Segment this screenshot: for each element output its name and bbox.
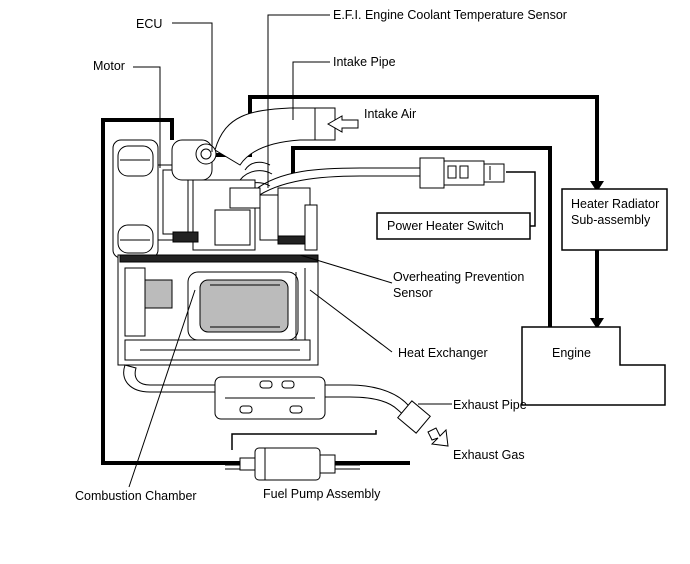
label-intake-air: Intake Air	[364, 107, 416, 121]
engine-label: Engine	[552, 346, 591, 360]
heater-radiator-label-line2: Sub-assembly	[571, 213, 651, 227]
power-heater-switch-label: Power Heater Switch	[387, 219, 504, 233]
label-combustion-chamber: Combustion Chamber	[75, 489, 197, 503]
label-overheating-line2: Sensor	[393, 286, 433, 300]
label-intake-pipe: Intake Pipe	[333, 55, 396, 69]
label-ecu: ECU	[136, 17, 162, 31]
label-heat-exchanger: Heat Exchanger	[398, 346, 488, 360]
label-fuel-pump-assembly: Fuel Pump Assembly	[263, 487, 381, 501]
leader-lines	[128, 14, 452, 488]
heater-radiator-box: Heater Radiator Sub-assembly	[561, 188, 668, 251]
flow-arrowheads	[286, 181, 604, 329]
label-overheating-line1: Overheating Prevention	[393, 270, 524, 284]
exhaust-assembly	[123, 364, 431, 434]
fuel-pump-assembly	[225, 430, 377, 481]
labels: ECU E.F.I. Engine Coolant Temperature Se…	[75, 8, 567, 503]
label-coolant-sensor: E.F.I. Engine Coolant Temperature Sensor	[333, 8, 567, 22]
label-exhaust-pipe: Exhaust Pipe	[453, 398, 527, 412]
exhaust-gas-arrow	[427, 427, 449, 447]
label-motor: Motor	[93, 59, 125, 73]
heater-radiator-label-line1: Heater Radiator	[571, 197, 659, 211]
wiring-harness	[254, 157, 505, 199]
label-exhaust-gas: Exhaust Gas	[453, 448, 525, 462]
engine-box: Engine	[521, 326, 666, 406]
power-heater-switch-box: Power Heater Switch	[376, 171, 536, 240]
intake-air-arrow	[326, 115, 359, 133]
heater-unit-body	[112, 139, 319, 366]
